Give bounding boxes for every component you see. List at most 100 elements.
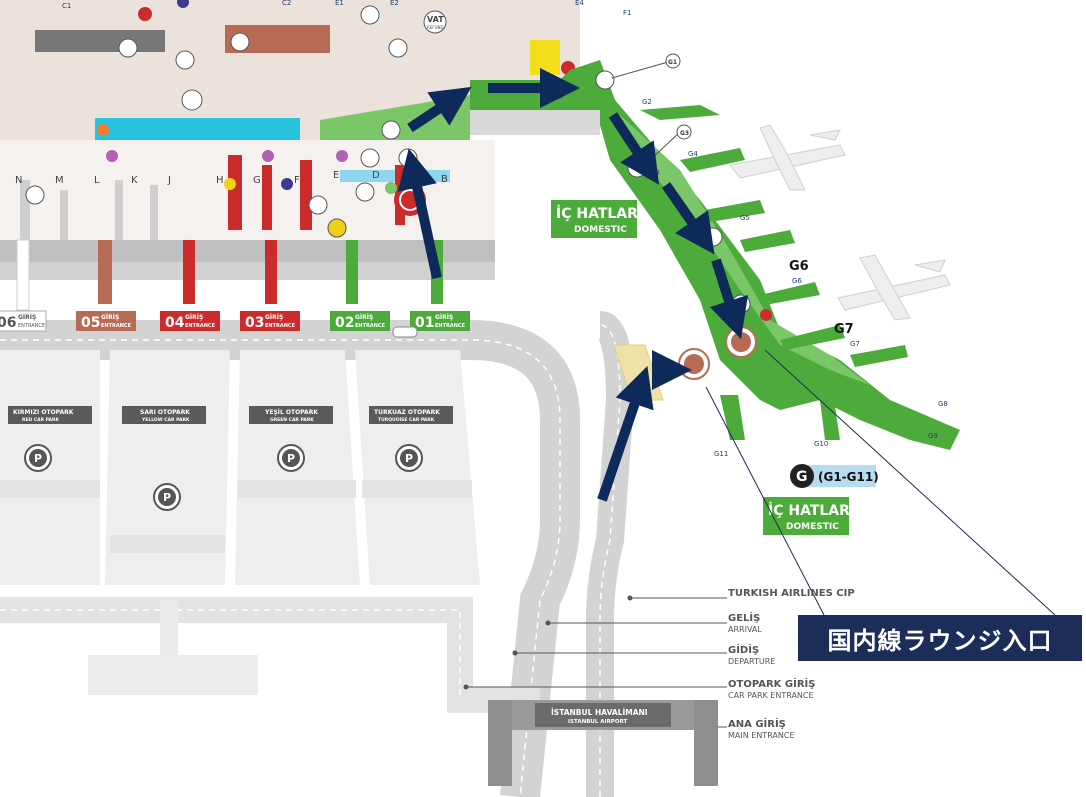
domestic-title: İÇ HATLAR bbox=[556, 205, 638, 222]
svg-text:P: P bbox=[34, 452, 42, 465]
entrance-badges: 06 GİRİŞ ENTRANCE 05 GİRİŞ ENTRANCE 04 G… bbox=[0, 310, 470, 332]
row-letter: L bbox=[94, 175, 100, 186]
gate-code-e2: E2 bbox=[390, 0, 399, 7]
parking-icon: P bbox=[153, 483, 181, 511]
leader-title: GELİŞ bbox=[728, 610, 760, 624]
entrance-word: GİRİŞ bbox=[18, 314, 36, 321]
airplane-icon bbox=[729, 124, 846, 191]
gate-code: G1 bbox=[668, 59, 677, 66]
entrance-sub: ENTRANCE bbox=[18, 323, 45, 329]
gate-code: G5 bbox=[740, 214, 750, 222]
leader-sub: MAIN ENTRANCE bbox=[728, 731, 795, 740]
row-letter: D bbox=[372, 170, 380, 181]
leader-title: OTOPARK GİRİŞ bbox=[728, 676, 815, 690]
car-park-sub: TURQUOISE CAR PARK bbox=[378, 417, 435, 423]
entrance-02: 02 GİRİŞ ENTRANCE bbox=[330, 311, 390, 331]
gate-code: G10 bbox=[814, 440, 828, 448]
gate-code: G3 bbox=[680, 130, 689, 137]
entrance-sub: ENTRANCE bbox=[101, 323, 132, 329]
gate-code: G8 bbox=[938, 400, 948, 408]
gate-code-c1: C1 bbox=[62, 2, 71, 10]
gate-label-g6: G6 bbox=[789, 259, 809, 274]
car-icon bbox=[392, 326, 418, 338]
route-arrow bbox=[407, 86, 472, 133]
parking-icon: P bbox=[24, 444, 52, 472]
gate-code: G7 bbox=[850, 340, 860, 348]
route-arrow bbox=[661, 182, 715, 255]
car-park-name: YEŞİL OTOPARK bbox=[264, 409, 318, 416]
car-parks: KIRMIZI OTOPARK RED CAR PARK SARI OTOPAR… bbox=[0, 350, 480, 585]
callout-text: 国内線ラウンジ入口 bbox=[827, 626, 1053, 655]
entrance-03: 03 GİRİŞ ENTRANCE bbox=[240, 311, 300, 331]
car-park-sign-yellow bbox=[122, 406, 206, 424]
row-letter: B bbox=[441, 174, 448, 185]
leader-title: ANA GİRİŞ bbox=[728, 716, 786, 730]
car-park-name: TURKUAZ OTOPARK bbox=[374, 409, 440, 416]
car-park-sign-green bbox=[249, 406, 333, 424]
leader-sub: CAR PARK ENTRANCE bbox=[728, 691, 814, 700]
gate-code: G11 bbox=[714, 450, 728, 458]
gate-range-icon: G bbox=[796, 469, 808, 485]
row-letter: F bbox=[294, 175, 300, 186]
row-letter: H bbox=[216, 175, 224, 186]
entrance-06: 06 GİRİŞ ENTRANCE bbox=[0, 310, 47, 332]
gate-code: G3 bbox=[650, 169, 660, 177]
entrance-05: 05 GİRİŞ ENTRANCE bbox=[76, 311, 136, 331]
parking-icon: P bbox=[395, 444, 423, 472]
row-letter: E bbox=[333, 170, 339, 181]
car-park-name: SARI OTOPARK bbox=[140, 409, 190, 416]
leader-title: GİDİŞ bbox=[728, 642, 759, 656]
entrance-sub: ENTRANCE bbox=[265, 323, 296, 329]
domestic-sub: DOMESTIC bbox=[786, 522, 839, 532]
svg-text:P: P bbox=[405, 452, 413, 465]
car-park-sub: RED CAR PARK bbox=[22, 417, 59, 423]
airport-sign-sub: ISTANBUL AIRPORT bbox=[568, 719, 628, 725]
car-park-sign-red bbox=[8, 406, 92, 424]
vat-sub: REFUND bbox=[427, 25, 444, 30]
route-arrow bbox=[597, 366, 654, 502]
row-letter: G bbox=[253, 175, 261, 186]
entrance-word: GİRİŞ bbox=[355, 314, 373, 321]
gate-code-e1: E1 bbox=[335, 0, 344, 7]
car-park-sub: GREEN CAR PARK bbox=[270, 417, 314, 423]
svg-text:P: P bbox=[163, 491, 171, 504]
top-strip-codes: C1 C2 E1 E2 E4 F1 VAT REFUND bbox=[62, 0, 631, 34]
entrance-word: GİRİŞ bbox=[265, 314, 283, 321]
terminal-building bbox=[0, 0, 580, 280]
route-arrow bbox=[397, 148, 442, 280]
entrance-number: 01 bbox=[415, 315, 434, 331]
car-park-sub: YELLOW CAR PARK bbox=[141, 417, 190, 423]
entrance-04: 04 GİRİŞ ENTRANCE bbox=[160, 311, 220, 331]
car-park-sign-turquoise bbox=[369, 406, 453, 424]
domestic-sign-pier: İÇ HATLAR DOMESTIC bbox=[551, 200, 638, 238]
route-arrow bbox=[709, 258, 749, 340]
svg-text:P: P bbox=[287, 452, 295, 465]
entrance-word: GİRİŞ bbox=[435, 314, 453, 321]
entrance-sub: ENTRANCE bbox=[185, 323, 216, 329]
gate-range-badge: G (G1-G11) bbox=[790, 464, 879, 488]
entrance-number: 04 bbox=[165, 315, 185, 331]
leader-title: TURKISH AIRLINES CIP bbox=[728, 588, 855, 599]
domestic-title: İÇ HATLAR bbox=[768, 502, 850, 519]
row-letter: M bbox=[55, 175, 64, 186]
gate-code: G4 bbox=[688, 150, 698, 158]
airport-sign-title: İSTANBUL HAVALİMANI bbox=[551, 708, 648, 717]
vat-label: VAT bbox=[427, 15, 444, 24]
gate-code-f1: F1 bbox=[623, 9, 631, 17]
gate-code-c2: C2 bbox=[282, 0, 291, 7]
route-arrows bbox=[397, 68, 749, 502]
gate-code-e4: E4 bbox=[575, 0, 584, 7]
entrance-number: 05 bbox=[81, 315, 100, 331]
vat-icon bbox=[423, 10, 447, 34]
gate-range-label: (G1-G11) bbox=[818, 470, 879, 484]
check-in-row-letters: N M L K J H G F E D B bbox=[15, 170, 448, 186]
row-letter: K bbox=[131, 175, 138, 186]
domestic-sub: DOMESTIC bbox=[574, 225, 627, 235]
gate-code: G6 bbox=[792, 277, 802, 285]
row-letter: J bbox=[167, 175, 171, 186]
airport-gate-structure: İSTANBUL HAVALİMANI ISTANBUL AIRPORT bbox=[488, 700, 718, 786]
leader-sub: ARRIVAL bbox=[728, 625, 762, 634]
airplane-icon bbox=[837, 254, 951, 321]
entrance-number: 06 bbox=[0, 315, 16, 331]
